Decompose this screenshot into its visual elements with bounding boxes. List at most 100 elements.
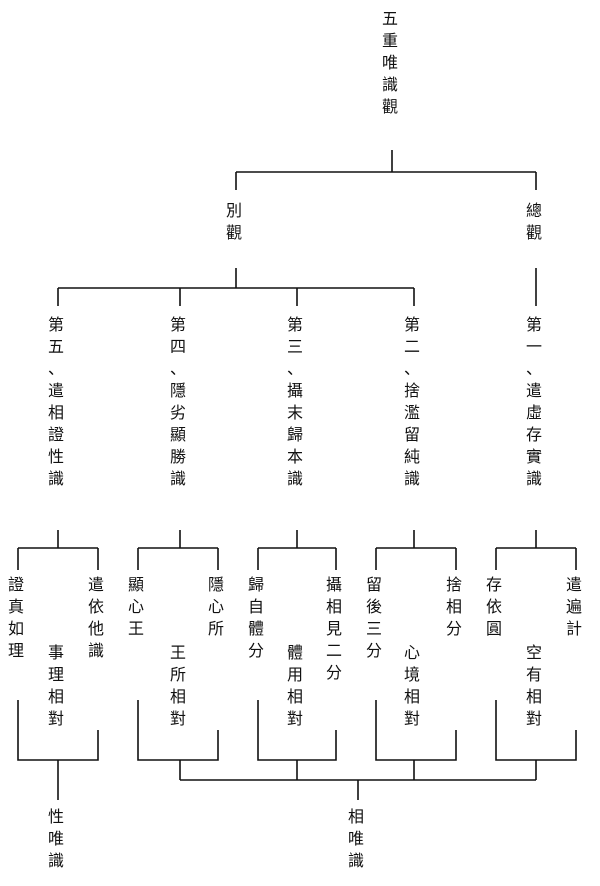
glyph: 歸 [287, 425, 304, 444]
bottom-bracket-l4 [137, 700, 219, 761]
glyph: 攝 [287, 381, 304, 400]
leaf-l5-a: 遣依他識遣依他識 [88, 574, 104, 662]
glyph: 遣 [566, 575, 583, 594]
glyph: 勝 [170, 447, 187, 466]
glyph: 相 [348, 807, 365, 826]
glyph: 對 [404, 709, 421, 728]
glyph: 境 [404, 665, 421, 684]
glyph: 末 [287, 403, 304, 422]
glyph: 對 [48, 709, 65, 728]
glyph: 後 [366, 597, 383, 616]
leaf-l2-a: 捨相分捨相分 [446, 574, 462, 640]
leaf-l4-b: 顯心王顯心王 [128, 574, 144, 640]
glyph: 四 [170, 337, 187, 356]
glyph: 理 [8, 641, 25, 660]
glyph: 、 [404, 359, 421, 378]
glyph: 顯 [170, 425, 187, 444]
glyph: 遣 [526, 381, 543, 400]
glyph: 對 [170, 709, 187, 728]
glyph: 第 [404, 315, 421, 334]
glyph: 三 [366, 619, 383, 638]
glyph: 觀 [526, 223, 543, 242]
leaf-l3-c: 體用相對體用相對 [287, 642, 303, 730]
leaf-l3-a: 攝相見二分攝相見二分 [326, 574, 342, 684]
glyph: 、 [170, 359, 187, 378]
glyph: 識 [170, 469, 187, 488]
glyph: 隱 [170, 381, 187, 400]
glyph: 分 [326, 663, 343, 682]
glyph: 識 [88, 641, 105, 660]
glyph: 所 [170, 665, 187, 684]
glyph: 虛 [526, 403, 543, 422]
glyph: 相 [287, 687, 304, 706]
glyph: 一 [526, 337, 543, 356]
glyph: 濫 [404, 403, 421, 422]
glyph: 他 [88, 619, 105, 638]
glyph: 證 [48, 425, 65, 444]
glyph: 遍 [566, 597, 583, 616]
glyph: 心 [208, 597, 225, 616]
glyph: 相 [404, 687, 421, 706]
glyph: 計 [566, 619, 583, 638]
glyph: 存 [486, 575, 503, 594]
glyph: 相 [526, 687, 543, 706]
glyph: 體 [287, 643, 304, 662]
glyph: 所 [208, 619, 225, 638]
glyph: 相 [446, 597, 463, 616]
glyph: 分 [248, 641, 265, 660]
glyph: 重 [382, 31, 399, 50]
glyph: 王 [128, 619, 145, 638]
glyph: 識 [348, 851, 365, 870]
glyph: 、 [48, 359, 65, 378]
glyph: 識 [48, 469, 65, 488]
glyph: 見 [326, 619, 343, 638]
glyph: 識 [404, 469, 421, 488]
glyph: 識 [48, 851, 65, 870]
bracket-l1 [495, 530, 577, 570]
glyph: 二 [404, 337, 421, 356]
glyph: 心 [404, 643, 421, 662]
glyph: 依 [88, 597, 105, 616]
glyph: 留 [366, 575, 383, 594]
bracket-l5 [17, 530, 99, 570]
glyph: 依 [486, 597, 503, 616]
glyph: 識 [382, 75, 399, 94]
bracket-l3 [257, 530, 337, 570]
glyph: 證 [8, 575, 25, 594]
glyph: 總 [526, 201, 543, 220]
glyph: 分 [446, 619, 463, 638]
glyph: 識 [287, 469, 304, 488]
glyph: 第 [48, 315, 65, 334]
glyph: 隱 [208, 575, 225, 594]
glyph: 識 [526, 469, 543, 488]
glyph: 遣 [88, 575, 105, 594]
glyph: 真 [8, 597, 25, 616]
bracket-l2 [375, 530, 457, 570]
glyph: 第 [526, 315, 543, 334]
glyph: 如 [8, 619, 25, 638]
glyph: 別 [226, 201, 243, 220]
leaf-l4-c: 王所相對王所相對 [170, 642, 186, 730]
leaf-l2-b: 留後三分留後三分 [366, 574, 382, 662]
glyph: 本 [287, 447, 304, 466]
glyph: 唯 [348, 829, 365, 848]
glyph: 自 [248, 597, 265, 616]
glyph: 純 [404, 447, 421, 466]
leaf-l1-a: 遣遍計遣遍計 [566, 574, 582, 640]
connector-bie [57, 268, 415, 306]
glyph: 相 [170, 687, 187, 706]
bracket-l4 [137, 530, 219, 570]
leaf-l1-c: 空有相對空有相對 [526, 642, 542, 730]
glyph: 王 [170, 643, 187, 662]
branch-zong-guan: 總觀總觀 [526, 200, 542, 244]
glyph: 性 [48, 447, 65, 466]
glyph: 劣 [170, 403, 187, 422]
glyph: 顯 [128, 575, 145, 594]
glyph: 事 [48, 643, 65, 662]
glyph: 相 [326, 597, 343, 616]
glyph: 理 [48, 665, 65, 684]
connector-xiang [179, 760, 537, 800]
glyph: 五 [48, 337, 65, 356]
